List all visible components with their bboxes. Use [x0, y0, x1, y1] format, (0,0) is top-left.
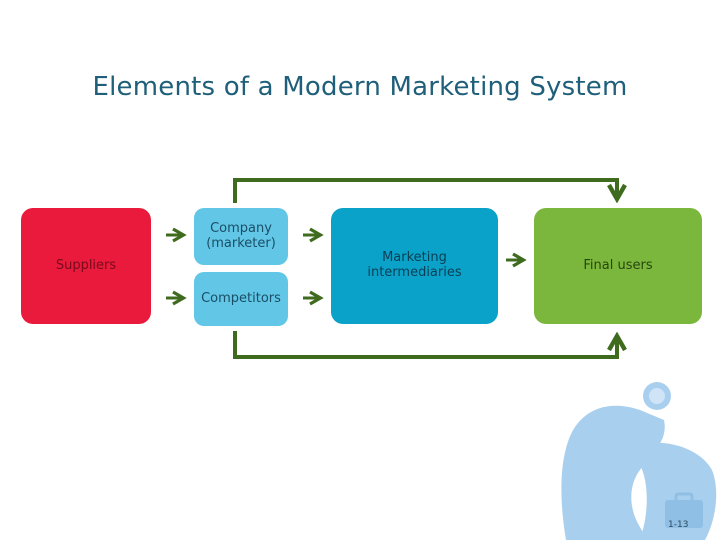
- page-number: 1-13: [668, 520, 689, 530]
- person-with-lightbulb-silhouette-icon: [561, 382, 717, 540]
- competitors-label: Competitors: [201, 290, 281, 306]
- suppliers-node: Suppliers: [21, 208, 151, 324]
- company-node: Company (marketer): [194, 208, 288, 265]
- intermediaries-node: Marketing intermediaries: [331, 208, 498, 324]
- intermediaries-label: Marketing intermediaries: [367, 250, 462, 280]
- suppliers-label: Suppliers: [55, 257, 117, 273]
- bottom-feedback-arrow: [233, 331, 617, 359]
- company-label: Company (marketer): [206, 220, 276, 251]
- competitors-node: Competitors: [194, 272, 288, 326]
- final-users-node: Final users: [534, 208, 702, 324]
- final-users-label: Final users: [583, 257, 653, 273]
- top-feedback-arrow: [233, 178, 617, 203]
- slide-title: Elements of a Modern Marketing System: [92, 72, 628, 102]
